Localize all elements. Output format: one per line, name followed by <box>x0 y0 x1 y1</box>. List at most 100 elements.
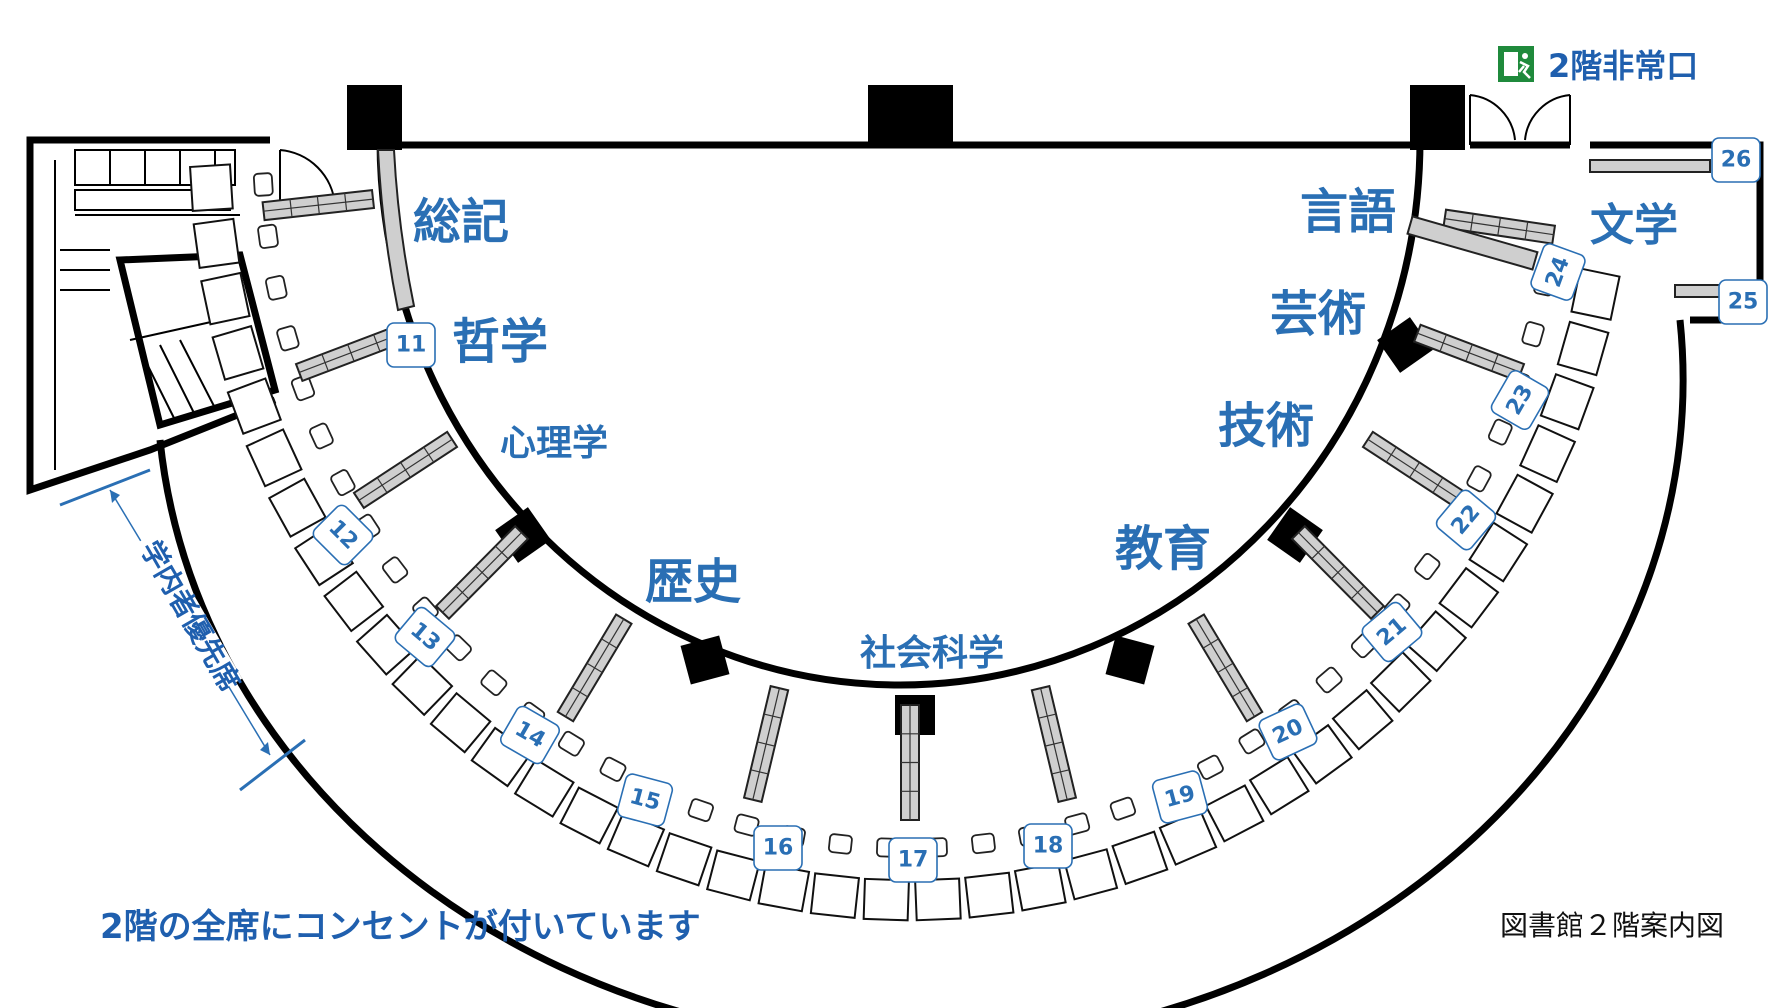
chair <box>330 469 356 497</box>
shelf-number-badges: 11 12 13 14 15 16 17 18 19 20 21 22 23 2… <box>312 137 1768 883</box>
desk-seat <box>1539 372 1595 431</box>
shelf-badge-14: 14 <box>499 705 561 765</box>
category-general: 総記 <box>413 194 509 250</box>
svg-text:17: 17 <box>898 848 929 873</box>
category-literature: 文学 <box>1590 200 1678 251</box>
chair <box>257 223 279 249</box>
category-language: 言語 <box>1300 184 1396 240</box>
desk-seat <box>809 872 861 919</box>
desk-seat <box>391 654 454 717</box>
shelf-badge-17: 17 <box>888 837 938 883</box>
priority-seat-zone: 学内者優先席 <box>59 468 306 792</box>
emergency-exit-sign: 2階非常口 <box>1498 46 1698 85</box>
category-history: 歴史 <box>645 554 741 610</box>
svg-text:11: 11 <box>396 333 427 358</box>
bookshelf-row <box>434 524 530 621</box>
chair <box>309 422 334 450</box>
desk-seat <box>226 377 283 435</box>
chair <box>1238 728 1266 755</box>
desk-seat <box>1405 610 1468 673</box>
shelf-badge-18: 18 <box>1023 823 1073 869</box>
chair <box>1466 465 1492 493</box>
chair <box>1315 666 1343 694</box>
desk-seat <box>1331 688 1394 751</box>
desk-seat <box>1369 650 1432 713</box>
category-social-science: 社会科学 <box>860 632 1004 674</box>
shelf-badge-25: 25 <box>1718 279 1768 325</box>
shelf-badge-13: 13 <box>394 606 456 668</box>
bookshelf-row <box>1187 613 1264 723</box>
emergency-exit-label: 2階非常口 <box>1548 47 1698 85</box>
shelf-badge-23: 23 <box>1490 369 1550 431</box>
chair <box>1109 796 1137 821</box>
bookshelf-row <box>1361 430 1468 510</box>
shelf-badge-22: 22 <box>1435 489 1497 551</box>
category-education: 教育 <box>1115 521 1211 577</box>
desk-seat <box>757 862 811 913</box>
bookshelf-row <box>1290 524 1386 621</box>
bookshelf-row <box>352 430 459 510</box>
desk-seat <box>267 477 327 538</box>
emergency-exit-icon <box>1498 46 1534 82</box>
bookshelf-row <box>742 684 790 804</box>
chair <box>252 172 274 197</box>
bookshelf-rows <box>261 149 1557 821</box>
desk-seat <box>323 570 385 633</box>
svg-text:26: 26 <box>1721 148 1752 173</box>
desk-seat <box>964 871 1015 919</box>
bookshelf-row <box>376 149 416 312</box>
chair <box>276 325 300 352</box>
desk-seat <box>559 786 620 845</box>
chair <box>290 374 316 402</box>
shelf-badge-20: 20 <box>1258 703 1318 761</box>
desk-seat <box>705 849 762 902</box>
desk-seat <box>1495 473 1555 534</box>
svg-text:18: 18 <box>1033 834 1064 859</box>
chair <box>1414 553 1441 580</box>
desk-seat <box>1248 755 1310 816</box>
bookshelf-row <box>1412 323 1526 383</box>
desk-seat <box>1468 521 1529 583</box>
bookshelf-row <box>1030 684 1078 804</box>
chair <box>828 833 853 855</box>
desk-seat <box>192 217 241 270</box>
desk-seat <box>1438 566 1500 629</box>
category-technology: 技術 <box>1218 398 1314 454</box>
desk-seat <box>211 324 265 381</box>
desk-seat <box>200 271 251 326</box>
svg-text:25: 25 <box>1728 290 1759 315</box>
outlet-notice: 2階の全席にコンセントが付いています <box>100 907 701 947</box>
shelf-badge-12: 12 <box>312 504 374 566</box>
bookshelf-row <box>1442 208 1557 245</box>
bookshelf-row <box>900 704 920 821</box>
desk-seat <box>655 832 713 887</box>
desk-seat <box>1518 423 1577 484</box>
desk-seat <box>1556 320 1610 377</box>
shelf-badge-26: 26 <box>1711 137 1761 183</box>
shelf-badge-24: 24 <box>1530 243 1586 301</box>
shelf-badge-15: 15 <box>616 773 674 827</box>
shelf-badge-19: 19 <box>1151 770 1209 824</box>
pillars <box>347 85 1465 735</box>
chair <box>1521 321 1545 348</box>
chair <box>557 730 585 757</box>
desk-seat <box>429 691 492 754</box>
chair <box>1487 418 1513 446</box>
map-title: 図書館２階案内図 <box>1500 910 1724 941</box>
category-arts: 芸術 <box>1270 286 1366 342</box>
desk-seat <box>1013 861 1067 912</box>
desk-seat <box>1570 267 1621 321</box>
svg-text:16: 16 <box>763 836 794 861</box>
chair <box>687 798 714 822</box>
desk-seat <box>1062 848 1119 901</box>
shelf-badge-11: 11 <box>386 322 436 368</box>
desk-seat <box>1204 784 1265 843</box>
chair <box>265 275 288 301</box>
desk-seat <box>188 163 234 212</box>
chair <box>480 669 508 697</box>
desk-seat <box>914 877 962 922</box>
desk-seat <box>1111 830 1169 886</box>
bookshelf-row <box>1406 215 1539 271</box>
bookshelf-row <box>261 189 376 222</box>
